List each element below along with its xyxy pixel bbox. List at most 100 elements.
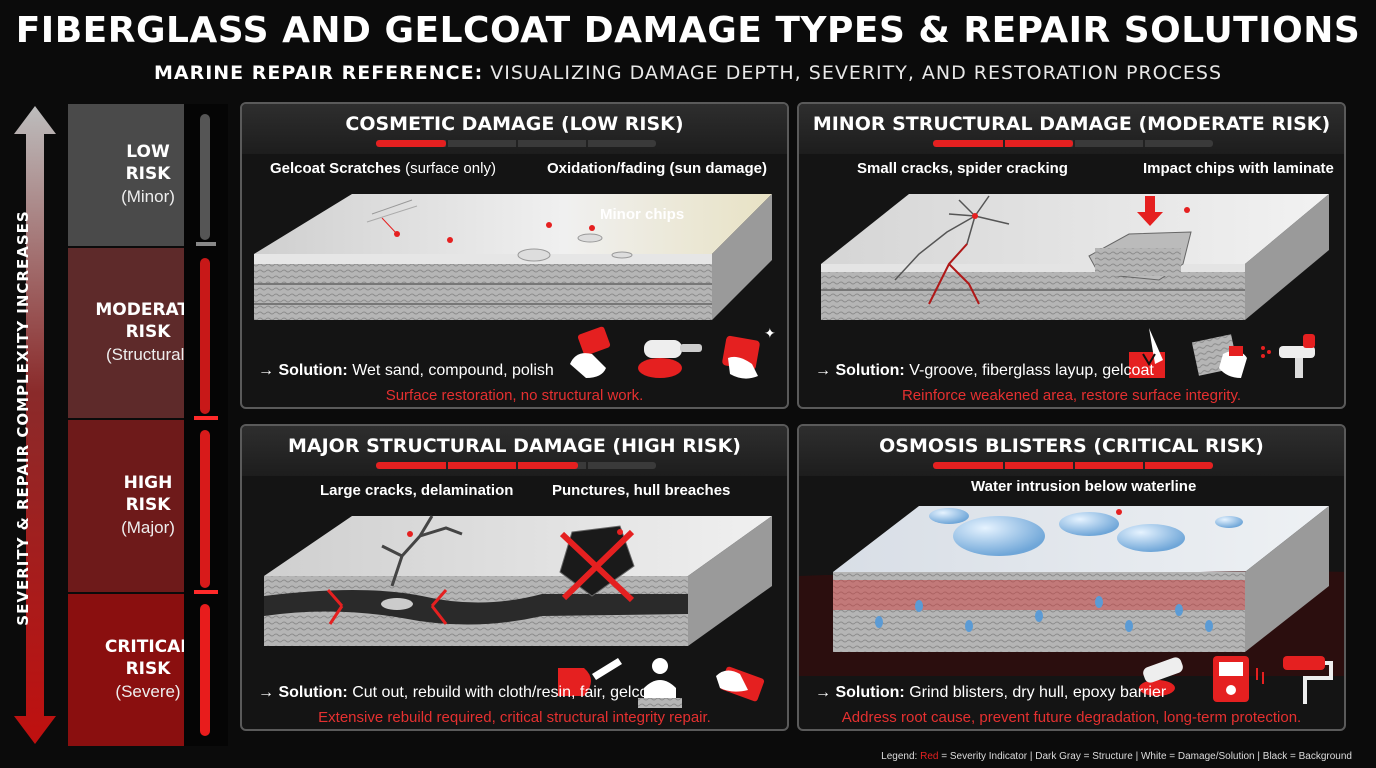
risk-band: [68, 594, 184, 746]
risk-level-title: LOW: [126, 142, 170, 162]
solution-note: Surface restoration, no structural work.: [385, 387, 644, 404]
severity-bar-tick: [446, 140, 448, 147]
fiberglass-cloth-icon: [1191, 334, 1247, 378]
panel-cosmetic-damage: COSMETIC DAMAGE (LOW RISK) Gelcoat Scrat…: [240, 102, 789, 409]
damage-label: Gelcoat Scratches (surface only): [270, 160, 496, 177]
risk-band: [68, 104, 184, 246]
solution-label: → Solution:: [815, 684, 905, 701]
illustration-cosmetic: [254, 194, 772, 320]
severity-gauge: [184, 104, 228, 746]
solution-text: → Solution: V-groove, fiberglass layup, …: [815, 362, 1154, 380]
subtitle-rest: VISUALIZING DAMAGE DEPTH, SEVERITY, AND …: [483, 62, 1223, 84]
svg-text:✦: ✦: [764, 325, 776, 341]
severity-arrow-label: SEVERITY & REPAIR COMPLEXITY INCREASES: [14, 210, 32, 626]
subtitle-bold: MARINE REPAIR REFERENCE:: [153, 62, 484, 84]
damage-label: Oxidation/fading (sun damage): [547, 160, 768, 177]
damage-label: Impact chips with laminate: [1143, 160, 1334, 177]
solution-note: Extensive rebuild required, critical str…: [318, 709, 711, 726]
solution-icons: [1139, 656, 1333, 704]
damage-label: Large cracks, delamination: [320, 482, 514, 499]
solution-note: Address root cause, prevent future degra…: [841, 709, 1302, 726]
severity-arrow: [10, 104, 60, 746]
severity-bar-tick: [516, 462, 518, 469]
panel-osmosis-blisters: OSMOSIS BLISTERS (CRITICAL RISK) Water i…: [797, 424, 1346, 731]
risk-level-critical: CRITICAL RISK (Severe): [68, 594, 228, 746]
risk-level-sub: (Major): [121, 518, 175, 537]
severity-bar-tick: [1073, 140, 1075, 147]
grinder-icon: [1139, 657, 1183, 696]
solution-label: → Solution:: [258, 362, 348, 379]
solution-icons: ✦: [570, 325, 776, 379]
panel-minor-structural-damage: MINOR STRUCTURAL DAMAGE (MODERATE RISK) …: [797, 102, 1346, 409]
risk-level-sub: (Structural): [105, 345, 191, 364]
saw-icon: [558, 658, 622, 696]
legend-red-word: Red: [920, 751, 939, 762]
risk-level-title: RISK: [125, 659, 171, 679]
risk-band: [68, 248, 184, 418]
risk-level-title: RISK: [125, 164, 171, 184]
sanding-pad-icon: [570, 326, 611, 378]
solution-icons: [558, 658, 765, 708]
risk-level-title: CRITICAL: [104, 637, 192, 657]
legend-prefix: Legend:: [881, 751, 921, 762]
worker-layup-icon: [638, 658, 682, 708]
dehumidifier-icon: [1213, 656, 1264, 702]
panel-major-structural-damage: MAJOR STRUCTURAL DAMAGE (HIGH RISK) Larg…: [240, 424, 789, 731]
spray-gun-icon: [1261, 334, 1315, 378]
fairing-board-icon: [716, 666, 765, 702]
severity-bar: [933, 140, 1213, 147]
risk-level-title: HIGH: [123, 473, 173, 493]
risk-level-sub: (Minor): [121, 187, 175, 206]
severity-bar: [376, 462, 656, 469]
severity-bar: [933, 462, 1213, 469]
damage-label-rest: (surface only): [400, 160, 496, 177]
solution-label: → Solution:: [258, 684, 348, 701]
solution-body: Cut out, rebuild with cloth/resin, fair,…: [347, 684, 662, 701]
legend: Legend: Red = Severity Indicator | Dark …: [881, 751, 1352, 762]
solution-text: → Solution: Cut out, rebuild with cloth/…: [258, 684, 662, 702]
page-subtitle: MARINE REPAIR REFERENCE: VISUALIZING DAM…: [0, 62, 1376, 84]
illustration-osmosis: [799, 506, 1344, 676]
damage-label: Small cracks, spider cracking: [857, 160, 1068, 177]
solution-body: V-groove, fiberglass layup, gelcoat: [904, 362, 1154, 379]
risk-level-moderate: MODERATE RISK (Structural): [68, 248, 228, 418]
solution-body: Wet sand, compound, polish: [347, 362, 554, 379]
severity-bar-tick: [586, 140, 588, 147]
severity-bar-tick: [1143, 462, 1145, 469]
legend-rest: = Severity Indicator | Dark Gray = Struc…: [938, 751, 1352, 762]
solution-note: Reinforce weakened area, restore surface…: [901, 387, 1242, 404]
severity-bar-fill: [376, 140, 446, 147]
illustration-minor-structural: [821, 194, 1329, 320]
solution-body: Grind blisters, dry hull, epoxy barrier: [904, 684, 1167, 701]
page-title: FIBERGLASS AND GELCOAT DAMAGE TYPES & RE…: [15, 10, 1361, 51]
damage-label: Minor chips: [600, 206, 685, 223]
severity-bar-tick: [516, 140, 518, 147]
severity-bar-tick: [1073, 462, 1075, 469]
paint-roller-icon: [1283, 656, 1333, 704]
solution-icons: [1129, 328, 1315, 378]
v-groove-tool-icon: [1129, 328, 1165, 378]
risk-level-title: RISK: [125, 495, 171, 515]
severity-bar-fill: [376, 462, 578, 469]
risk-band: [68, 420, 184, 592]
severity-bar: [376, 140, 656, 147]
polisher-icon: [638, 340, 702, 378]
severity-bar-tick: [1003, 140, 1005, 147]
risk-level-title: RISK: [125, 322, 171, 342]
risk-level-sub: (Severe): [115, 682, 181, 701]
solution-label: → Solution:: [815, 362, 905, 379]
risk-level-low: LOW RISK (Minor): [68, 104, 228, 246]
severity-bar-tick: [1003, 462, 1005, 469]
severity-bar-tick: [586, 462, 588, 469]
damage-label-bold: Gelcoat Scratches: [270, 160, 401, 177]
damage-label: Punctures, hull breaches: [552, 482, 731, 499]
severity-bar-tick: [446, 462, 448, 469]
solution-text: → Solution: Grind blisters, dry hull, ep…: [815, 684, 1166, 702]
severity-bar-tick: [1143, 140, 1145, 147]
damage-label: Water intrusion below waterline: [971, 478, 1197, 495]
illustration-major-structural: [264, 515, 772, 646]
polishing-cloth-icon: ✦: [722, 325, 776, 379]
risk-level-title: MODERATE: [95, 300, 201, 320]
risk-level-high: HIGH RISK (Major): [68, 420, 228, 592]
solution-text: → Solution: Wet sand, compound, polish: [258, 362, 554, 380]
